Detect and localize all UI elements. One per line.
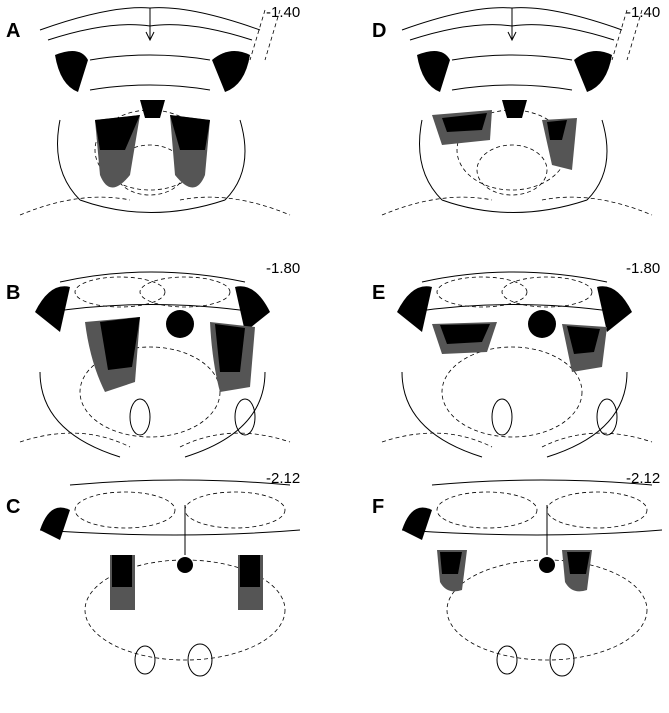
brain-section-b: [0, 242, 305, 467]
panel-a: A -1.40: [0, 0, 305, 225]
panel-b: B -1.80: [0, 242, 305, 467]
lesion-core-mid: [166, 310, 194, 338]
lesion-core-left: [55, 51, 88, 92]
brain-section-e: [362, 242, 667, 467]
panel-d: D -1.40: [362, 0, 667, 225]
lesion-core-mid: [177, 557, 193, 573]
lesion-core-mid: [140, 100, 165, 118]
lesion-core-right: [212, 51, 250, 92]
brain-section-a: [0, 0, 305, 225]
panel-f: F -2.12: [362, 470, 667, 695]
brain-section-c: [0, 470, 305, 695]
panel-e: E -1.80: [362, 242, 667, 467]
panel-c: C -2.12: [0, 470, 305, 695]
brain-section-d: [362, 0, 667, 225]
brain-section-f: [362, 470, 667, 695]
